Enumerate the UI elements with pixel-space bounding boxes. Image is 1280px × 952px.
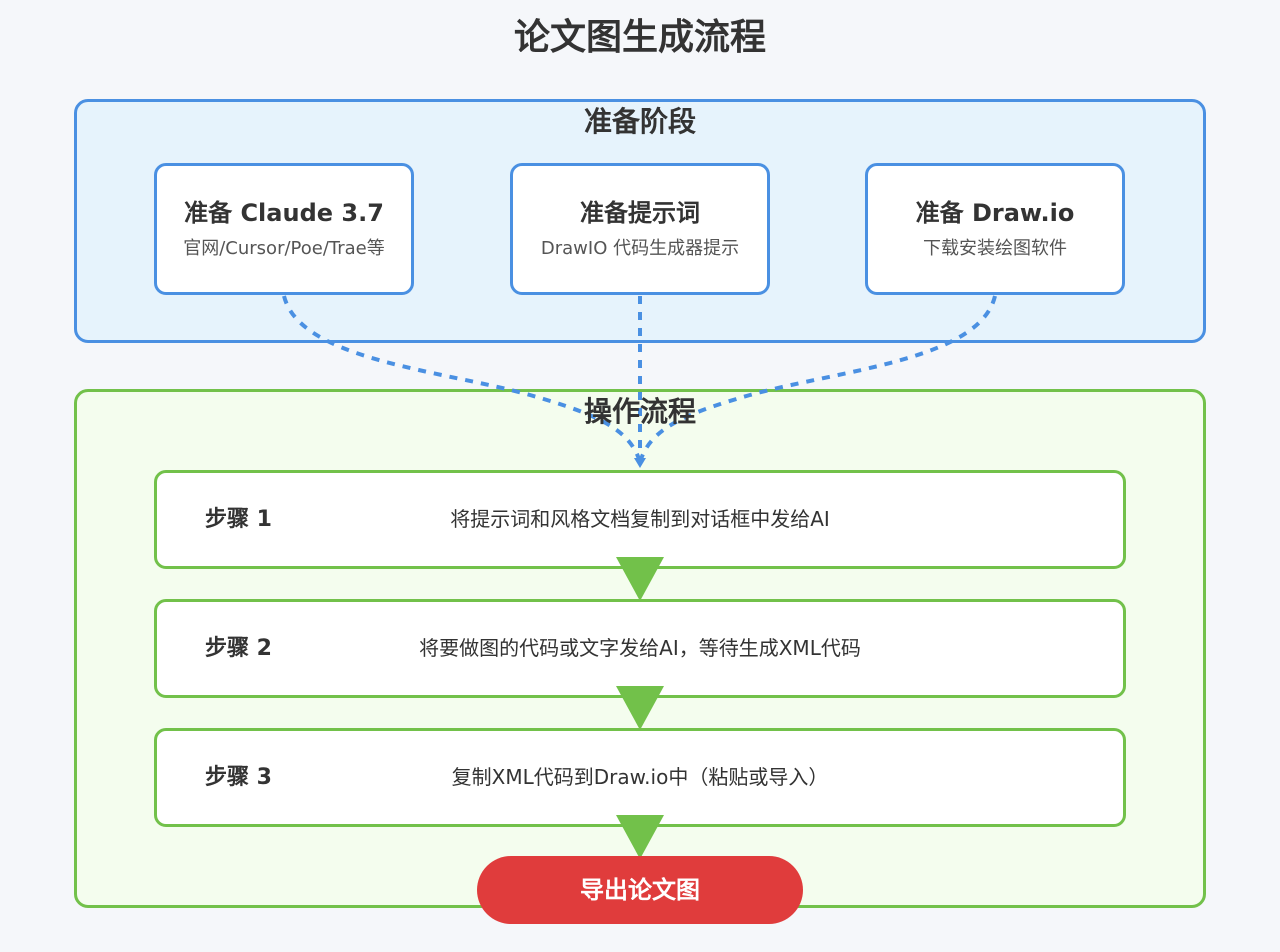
prep-card-subtitle: 官网/Cursor/Poe/Trae等 — [183, 238, 385, 259]
prep-card-subtitle: 下载安装绘图软件 — [923, 238, 1067, 259]
prep-card-title: 准备 Claude 3.7 — [184, 199, 384, 227]
step-box-3: 复制XML代码到Draw.io中（粘贴或导入） 步骤 3 — [154, 728, 1126, 827]
step-label: 步骤 2 — [205, 636, 272, 661]
prep-card-claude: 准备 Claude 3.7 官网/Cursor/Poe/Trae等 — [154, 163, 414, 295]
ops-section-title: 操作流程 — [583, 395, 696, 428]
step-description: 将要做图的代码或文字发给AI，等待生成XML代码 — [419, 636, 861, 660]
prep-section-title: 准备阶段 — [583, 105, 696, 138]
export-paper-figure-node: 导出论文图 — [477, 856, 803, 924]
step-label: 步骤 3 — [205, 765, 272, 790]
page-title: 论文图生成流程 — [513, 17, 766, 58]
step-description: 复制XML代码到Draw.io中（粘贴或导入） — [451, 765, 829, 789]
prep-card-title: 准备 Draw.io — [915, 199, 1075, 227]
step-description: 将提示词和风格文档复制到对话框中发给AI — [450, 507, 830, 531]
prep-card-subtitle: DrawIO 代码生成器提示 — [540, 238, 740, 259]
step-box-2: 将要做图的代码或文字发给AI，等待生成XML代码 步骤 2 — [154, 599, 1126, 698]
prep-card-drawio: 准备 Draw.io 下载安装绘图软件 — [865, 163, 1125, 295]
prep-card-title: 准备提示词 — [580, 199, 700, 227]
step-box-1: 将提示词和风格文档复制到对话框中发给AI 步骤 1 — [154, 470, 1126, 569]
prep-card-prompt: 准备提示词 DrawIO 代码生成器提示 — [510, 163, 770, 295]
step-label: 步骤 1 — [205, 507, 272, 532]
